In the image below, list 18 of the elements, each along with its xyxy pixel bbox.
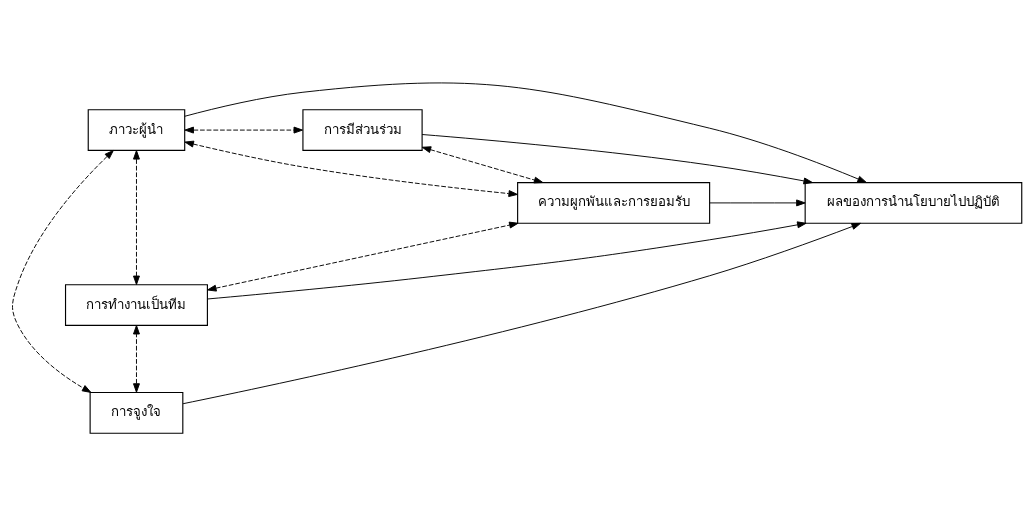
node-box: ความผูกพันและการยอมรับ [517, 182, 711, 224]
arrow [709, 199, 806, 207]
arrow [184, 126, 303, 134]
node-box: ภาวะผู้นำ [87, 109, 186, 151]
arrow [184, 82, 867, 183]
arrow [133, 150, 140, 286]
arrow [133, 325, 140, 393]
arrow [207, 221, 519, 292]
node-box: การมีส่วนร่วม [302, 109, 423, 151]
arrow [184, 140, 518, 198]
arrow [421, 146, 544, 184]
arrow [207, 221, 807, 300]
arrow [12, 150, 114, 393]
arrow [421, 134, 813, 185]
node-box: การจูงใจ [89, 392, 184, 434]
node-box: การทำงานเป็นทีม [64, 284, 208, 326]
arrow [182, 222, 861, 405]
node-box: ผลของการนำนโยบายไปปฏิบัติ [804, 182, 1023, 224]
